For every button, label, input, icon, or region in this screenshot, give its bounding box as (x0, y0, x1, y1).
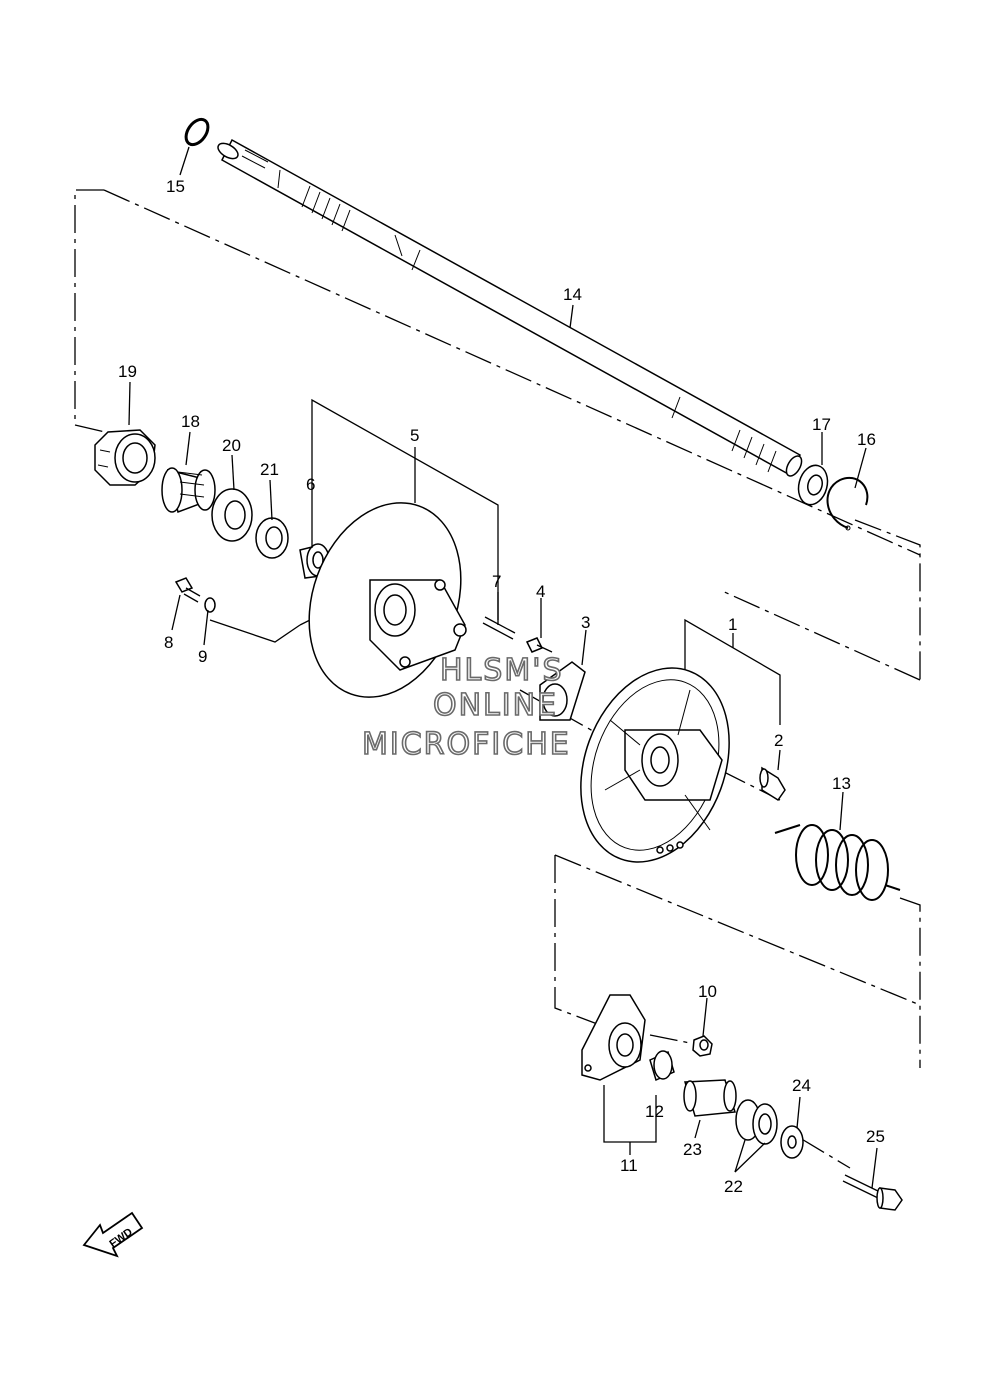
washer-17 (797, 464, 829, 506)
callout-4: 4 (536, 582, 545, 601)
callout-11: 11 (620, 1156, 638, 1175)
watermark-line-2: ONLINE (433, 688, 558, 723)
watermark-line-3: MICROFICHE (362, 727, 571, 762)
fwd-arrow-icon: FWD (82, 1211, 144, 1258)
washer-24 (780, 1125, 804, 1159)
shaft-14 (217, 138, 803, 477)
movable-sheave-1 (580, 667, 730, 863)
reference-lines (74, 189, 921, 1169)
callout-10: 10 (698, 982, 717, 1001)
callout-14: 14 (563, 285, 582, 304)
nut-10 (692, 1035, 713, 1057)
bushing-22 (735, 1099, 778, 1145)
plate-3 (539, 661, 586, 721)
callout-19: 19 (118, 362, 137, 381)
callout-21: 21 (260, 460, 279, 479)
callout-5: 5 (410, 426, 419, 445)
callout-18: 18 (181, 412, 200, 431)
callout-17: 17 (812, 415, 831, 434)
flange-bolt-25 (842, 1174, 903, 1211)
callout-13: 13 (832, 774, 851, 793)
callout-8: 8 (164, 633, 173, 652)
watermark: HLSM'S ONLINE MICROFICHE (361, 652, 571, 763)
callout-3: 3 (581, 613, 590, 632)
callout-24: 24 (792, 1076, 811, 1095)
collar-23 (683, 1079, 737, 1117)
callout-labels: 15 14 19 18 20 21 6 5 17 16 7 4 3 8 9 1 … (118, 177, 885, 1196)
callout-7: 7 (492, 572, 501, 591)
watermark-line-1: HLSM'S (440, 653, 564, 688)
castle-nut-19 (94, 429, 156, 486)
callout-2: 2 (774, 731, 783, 750)
bolt-4 (525, 637, 553, 653)
o-ring-15 (184, 117, 210, 147)
callout-23: 23 (683, 1140, 702, 1159)
washer-21 (255, 517, 289, 559)
washer-20 (211, 488, 253, 542)
callout-1: 1 (728, 615, 737, 634)
stud-bolt-7 (482, 616, 516, 640)
callout-16: 16 (857, 430, 876, 449)
washer-9 (204, 597, 216, 613)
callout-12: 12 (645, 1102, 664, 1121)
leader-lines (128, 146, 878, 1189)
callout-6: 6 (306, 475, 315, 494)
spring-13 (774, 824, 901, 901)
bolt-8 (174, 577, 201, 603)
callout-25: 25 (866, 1127, 885, 1146)
bracket-11 (581, 994, 646, 1081)
bearing-12 (649, 1050, 675, 1082)
circlip-16 (826, 477, 869, 531)
callout-20: 20 (222, 436, 241, 455)
callout-22: 22 (724, 1177, 743, 1196)
bushing-18 (161, 467, 216, 514)
slider-2 (759, 766, 786, 802)
fixed-sheave-5 (308, 502, 467, 698)
callout-15: 15 (166, 177, 185, 196)
callout-9: 9 (198, 647, 207, 666)
